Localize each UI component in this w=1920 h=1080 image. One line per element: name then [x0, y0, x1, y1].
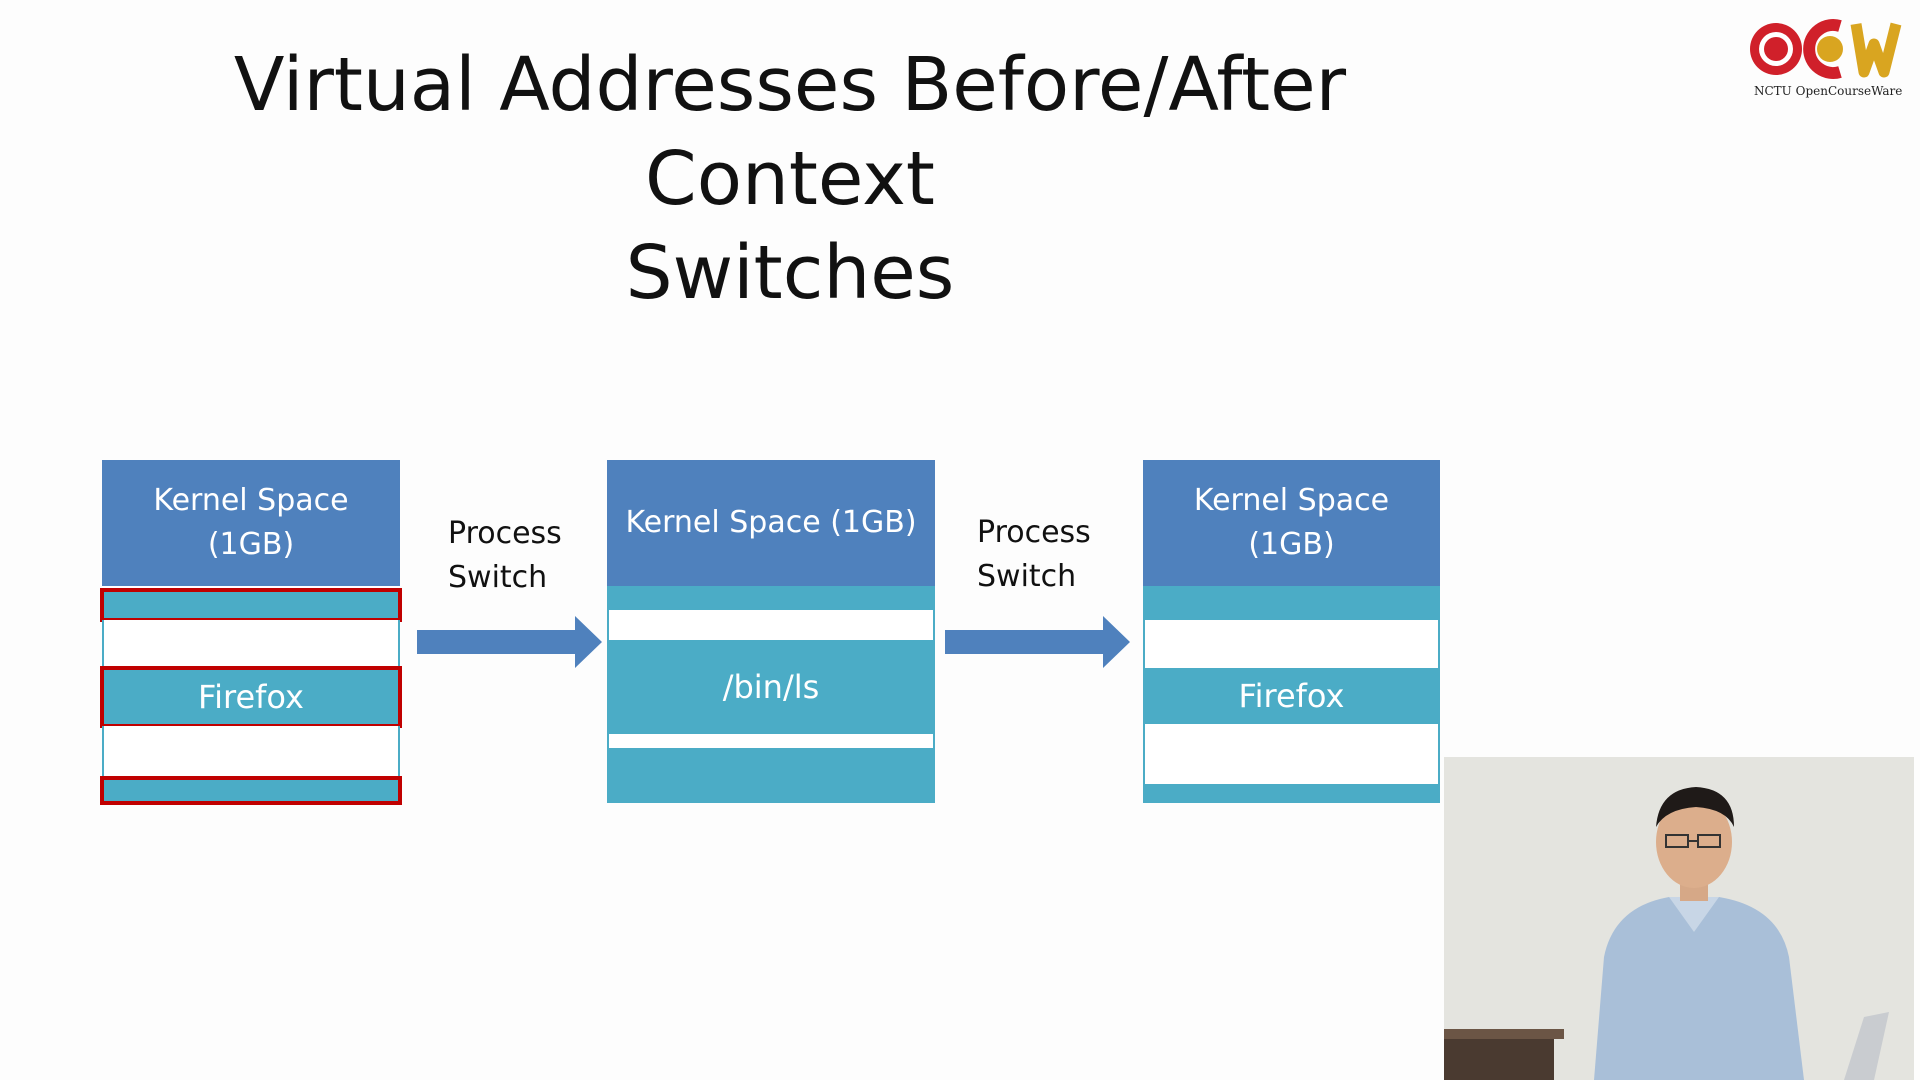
process-firefox-block: Firefox — [100, 666, 402, 728]
segment-bottom — [100, 776, 402, 805]
title-line-2: Switches — [625, 230, 955, 316]
segment-gap — [1143, 724, 1440, 784]
speaker-video — [1444, 757, 1914, 1080]
segment-top — [607, 586, 935, 610]
segment-bottom — [1143, 784, 1440, 803]
title-line-1: Virtual Addresses Before/After Context — [233, 42, 1347, 222]
segment-gap — [1143, 620, 1440, 668]
segment-top — [1143, 586, 1440, 620]
process-bin-ls-block: /bin/ls — [607, 640, 935, 734]
segment-bottom — [607, 748, 935, 803]
segment-top — [100, 588, 402, 622]
segment-gap — [102, 726, 400, 778]
right-arrow-icon — [945, 616, 1130, 668]
right-arrow-icon — [417, 616, 602, 668]
address-space-firefox-before: Kernel Space (1GB) Firefox — [100, 460, 402, 805]
ocw-logo-icon — [1750, 19, 1902, 79]
address-space-firefox-after: Kernel Space (1GB) Firefox — [1143, 460, 1440, 803]
process-switch-label-2: Process Switch — [977, 515, 1091, 594]
kernel-space-block: Kernel Space (1GB) — [1143, 460, 1440, 586]
slide-title: Virtual Addresses Before/After Context S… — [130, 38, 1450, 320]
process-switch-label-1: Process Switch — [448, 516, 562, 595]
speaker-image — [1444, 757, 1914, 1080]
segment-gap — [607, 734, 935, 748]
kernel-space-block: Kernel Space (1GB) — [102, 460, 400, 586]
address-space-bin-ls: Kernel Space (1GB) /bin/ls — [607, 460, 935, 803]
ocw-logo: NCTU OpenCourseWare — [1748, 14, 1908, 106]
segment-gap — [607, 610, 935, 640]
segment-gap — [102, 620, 400, 668]
process-firefox-block: Firefox — [1143, 668, 1440, 724]
kernel-space-block: Kernel Space (1GB) — [607, 460, 935, 586]
ocw-caption: NCTU OpenCourseWare — [1754, 84, 1903, 98]
